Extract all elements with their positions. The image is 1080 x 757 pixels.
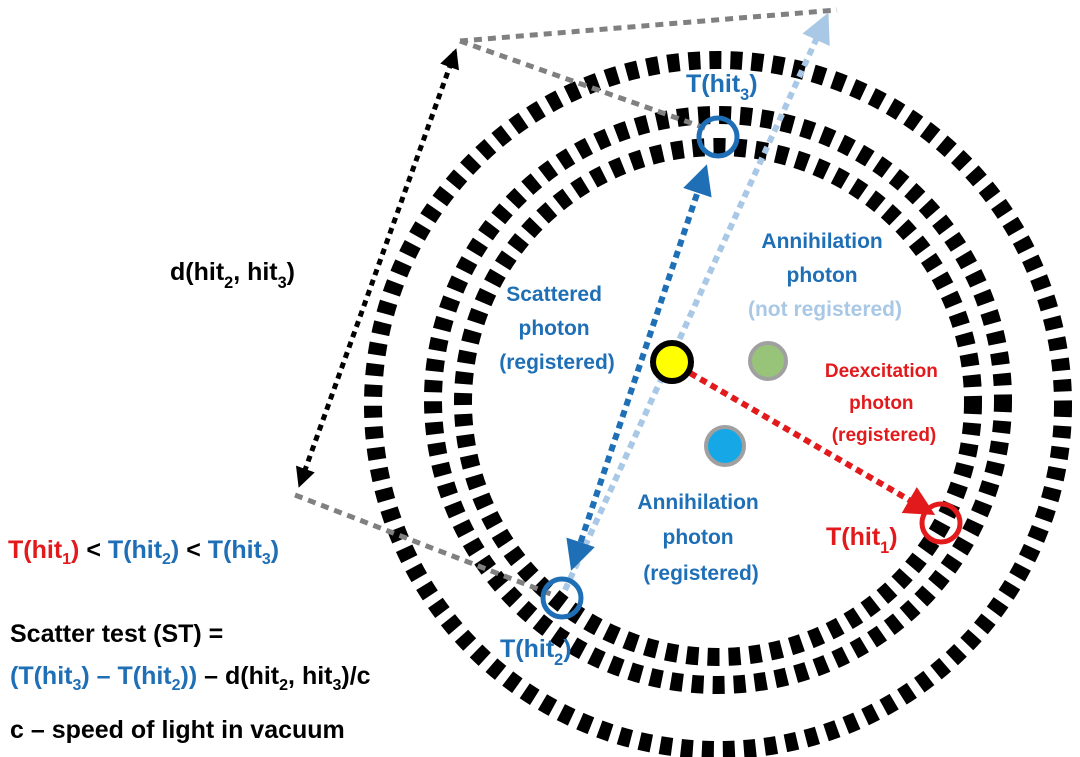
hit3-label: T(hit3) [686,70,758,104]
gray-guide-top-diag [459,38,706,131]
annihilation-registered-label: Annihilation photon (registered) [637,491,764,585]
scattered-photon-path [566,164,712,571]
speed-of-light-note: c – speed of light in vacuum [10,716,345,744]
distance-arrow [295,48,460,488]
gray-guide-bottom [294,492,557,599]
distance-label: d(hit2, hit3) [170,258,295,292]
middle-detector-ring [424,106,1012,694]
positronium-source [650,340,694,384]
cyan-source [704,425,746,467]
hit1-label: T(hit1) [826,523,898,557]
green-source [748,341,788,381]
hit1-marker [919,501,963,545]
hit3-marker [696,115,740,159]
hit2-label: T(hit2) [500,635,572,669]
gray-guide-top [459,7,838,44]
inner-detector-ring [454,138,982,666]
scatter-test-title: Scatter test (ST) = [10,620,224,648]
deexcitation-photon-path [688,370,936,516]
time-order-inequality: T(hit1) < T(hit2) < T(hit3) [8,536,280,568]
outer-detector-ring [364,51,1072,757]
hit2-marker [540,576,584,620]
scatter-test-formula: (T(hit3) – T(hit2)) – d(hit2, hit3)/c [10,662,371,694]
deexcitation-photon-label: Deexcitation photon (registered) [825,361,943,446]
annihilation-unregistered-label: Annihilation photon (not registered) [748,230,902,321]
scattered-photon-label: Scattered photon (registered) [499,283,615,374]
